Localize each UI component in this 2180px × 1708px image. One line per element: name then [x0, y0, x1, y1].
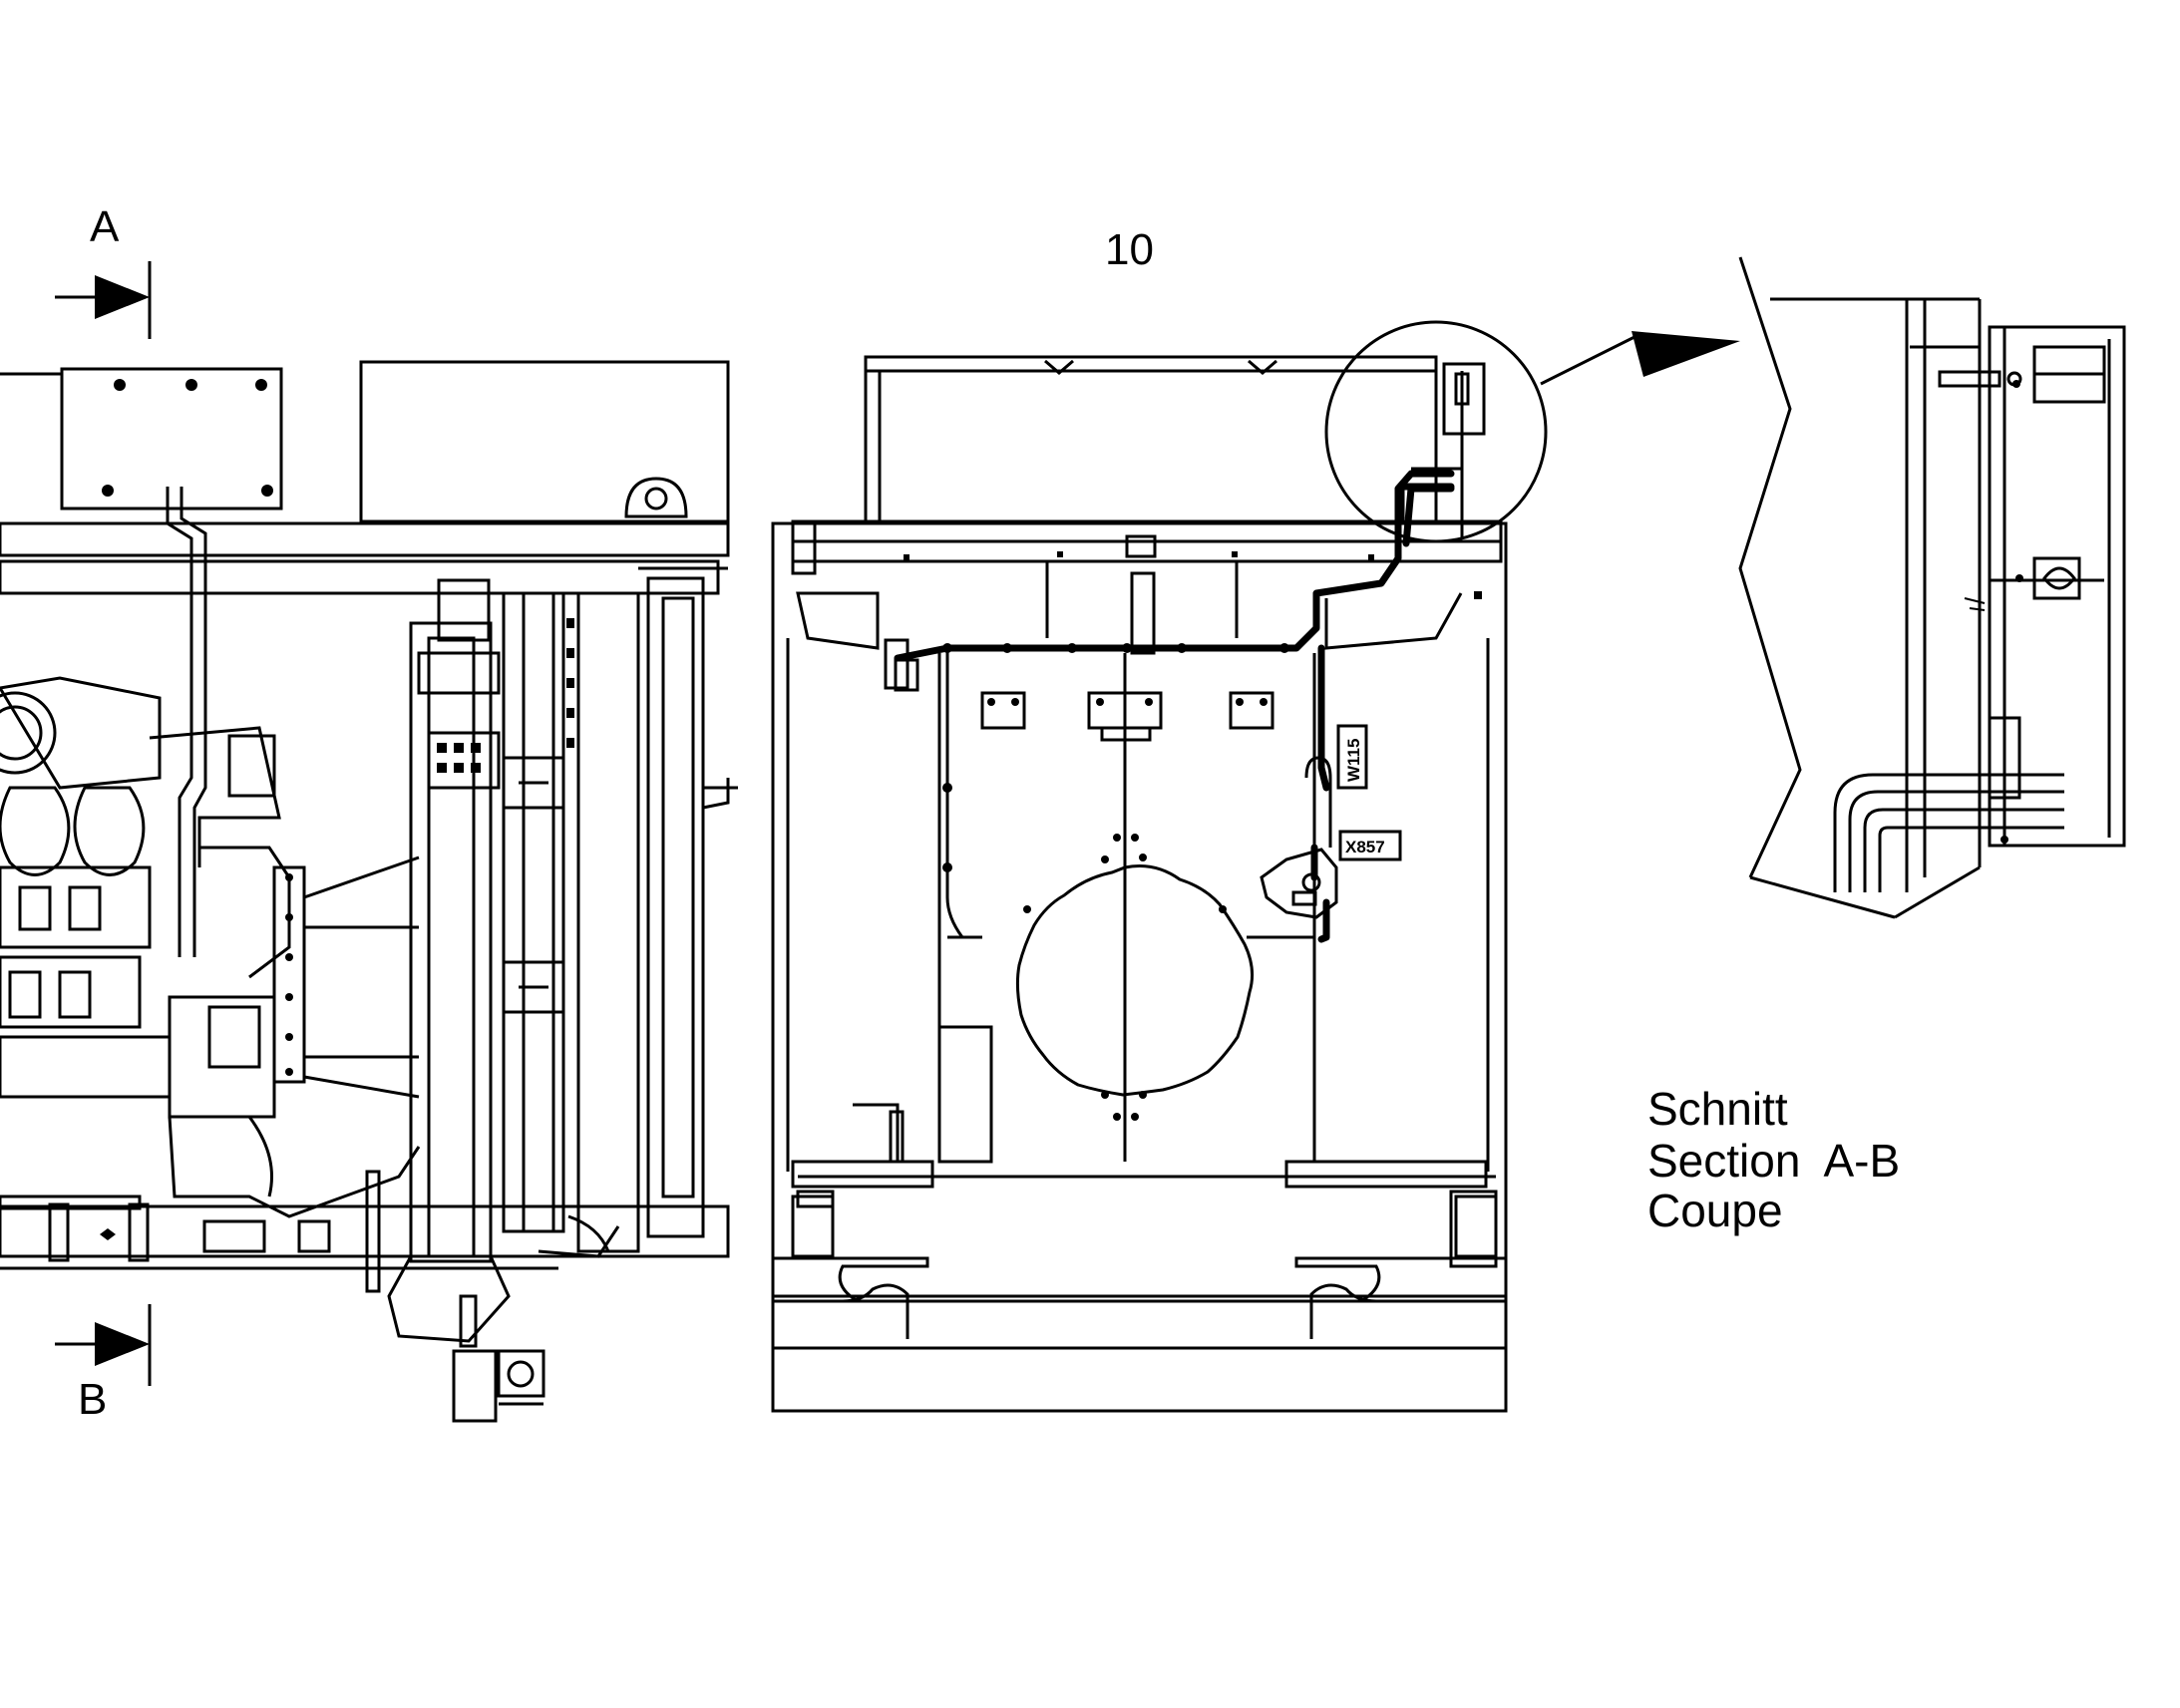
cable-tag — [1336, 724, 1368, 790]
section-caption: Schnitt Section A-B Coupe — [1647, 1083, 1900, 1236]
cable-label: W115 — [1344, 739, 1363, 782]
side-view: A B — [0, 202, 738, 1424]
section-view: 10 — [771, 225, 1508, 1413]
connector-label: X857 — [1345, 838, 1385, 856]
section-arrow-b — [55, 1304, 152, 1386]
section-arrow-a — [55, 261, 152, 339]
figure-number: 10 — [1105, 225, 1154, 274]
detail-view — [1738, 256, 2126, 919]
connector-tag — [1338, 830, 1402, 861]
detail-callout — [1324, 320, 1740, 543]
caption-line-2: Section A-B — [1647, 1135, 1900, 1187]
caption-line-3: Coupe — [1647, 1185, 1783, 1236]
caption-line-1: Schnitt — [1647, 1083, 1788, 1135]
section-label-b: B — [78, 1375, 107, 1424]
section-label-a: A — [90, 202, 120, 251]
